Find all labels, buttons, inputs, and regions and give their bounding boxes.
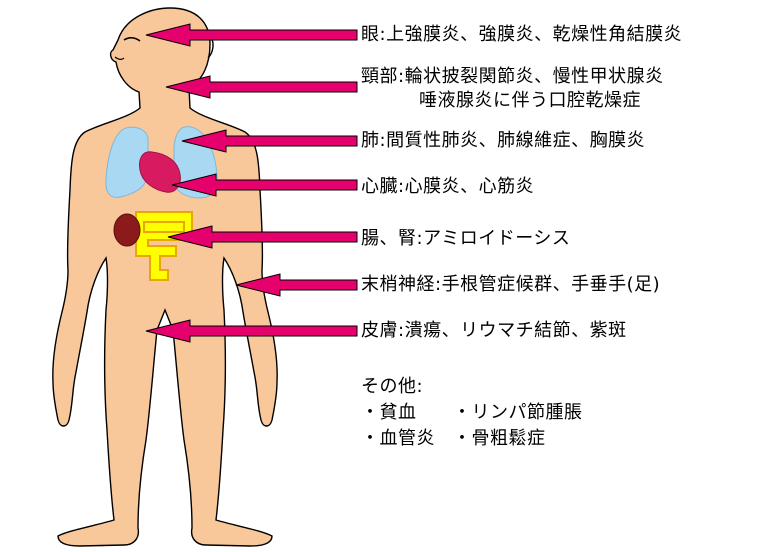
label-heart: 心臓:心膜炎、心筋炎 — [361, 176, 534, 198]
label-neck: 頸部:輪状披裂関節炎、慢性甲状腺炎 — [361, 66, 664, 88]
label-heart-organ: 心臓: — [361, 176, 405, 197]
label-neck-organ: 頸部: — [361, 66, 405, 87]
other-osteoporosis: ・骨粗鬆症 — [453, 428, 546, 449]
label-eye: 眼:上強膜炎、強膜炎、乾燥性角結膜炎 — [361, 24, 682, 46]
arrow-heart — [171, 173, 358, 197]
arrow-neck — [165, 75, 358, 99]
arrows — [145, 23, 358, 343]
label-lung: 肺:間質性肺炎、肺線維症、胸膜炎 — [361, 130, 645, 152]
label-neck-line2: 唾液腺炎に伴う口腔乾燥症 — [419, 90, 641, 112]
arrow-gut — [167, 225, 358, 249]
label-lung-conditions: 間質性肺炎、肺線維症、胸膜炎 — [386, 130, 646, 151]
label-heart-conditions: 心膜炎、心筋炎 — [404, 176, 535, 197]
heart — [139, 151, 181, 193]
label-eye-organ: 眼: — [361, 24, 387, 45]
label-nerve-organ: 末梢神経: — [361, 274, 442, 295]
arrow-lung — [181, 129, 358, 153]
kidney — [113, 213, 141, 247]
label-gut: 腸、腎:アミロイドーシス — [361, 228, 570, 250]
label-lung-organ: 肺: — [361, 130, 387, 151]
label-skin: 皮膚:潰瘍、リウマチ結節、紫斑 — [361, 320, 627, 342]
label-gut-organ: 腸、腎: — [361, 228, 424, 249]
other-vasculitis: ・血管炎 — [361, 428, 435, 449]
arrow-nerve — [235, 273, 358, 297]
label-nerve: 末梢神経:手根管症候群、手垂手(足) — [361, 274, 660, 296]
eye-mark — [123, 36, 141, 42]
other-lymphadenopathy: ・リンパ節腫脹 — [453, 402, 583, 423]
arrow-eye — [145, 23, 358, 47]
intestine — [135, 211, 193, 281]
label-neck-conditions-2: 唾液腺炎に伴う口腔乾燥症 — [419, 90, 641, 111]
other-heading: その他: — [361, 376, 424, 397]
arrow-skin — [145, 319, 358, 343]
label-skin-organ: 皮膚: — [361, 320, 405, 341]
nose-mark — [114, 56, 125, 60]
label-nerve-conditions: 手根管症候群、手垂手(足) — [441, 274, 661, 295]
label-skin-conditions: 潰瘍、リウマチ結節、紫斑 — [404, 320, 627, 341]
other-anemia: ・貧血 — [361, 402, 417, 423]
left-lung — [105, 126, 149, 198]
label-gut-conditions: アミロイドーシス — [423, 228, 571, 249]
intestine-fold — [143, 221, 185, 233]
label-eye-conditions: 上強膜炎、強膜炎、乾燥性角結膜炎 — [386, 24, 683, 45]
label-neck-conditions: 輪状披裂関節炎、慢性甲状腺炎 — [404, 66, 664, 87]
